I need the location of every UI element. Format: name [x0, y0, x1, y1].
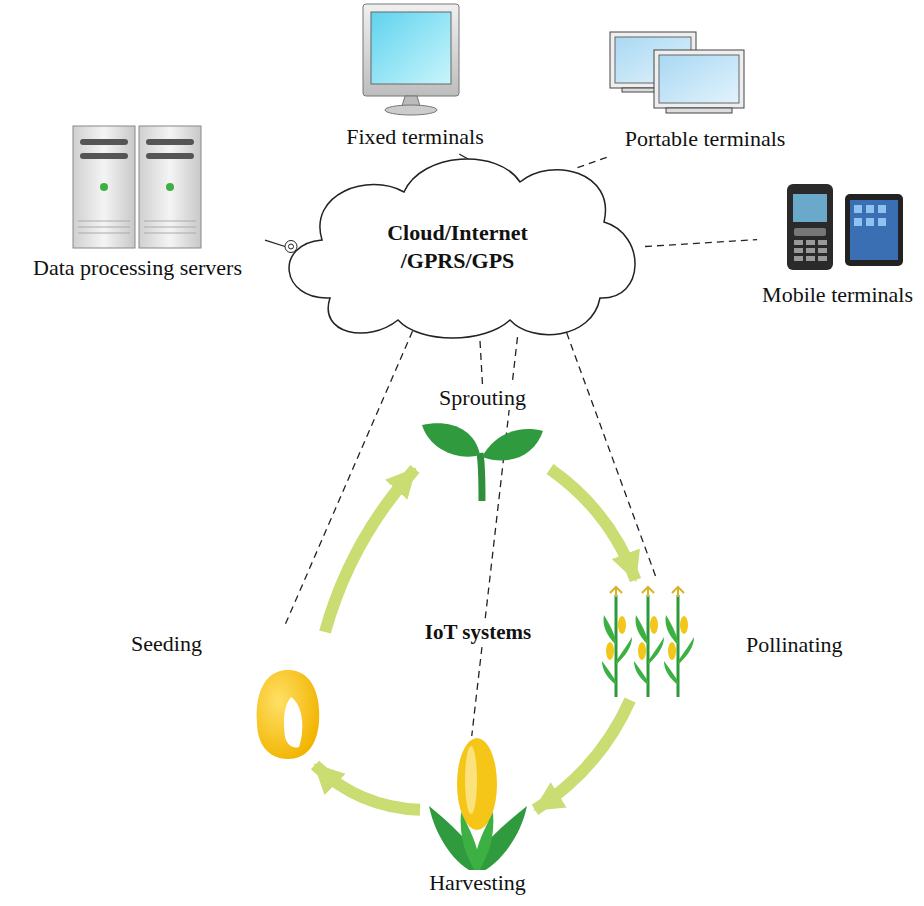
wired-link [265, 240, 285, 246]
label-holder: Harvesting [420, 870, 535, 896]
stage-label: Mobile terminals [760, 282, 915, 307]
wireless-link [578, 156, 611, 168]
mobile-terminal: Mobile terminals [757, 182, 918, 310]
cycle-arrow [535, 700, 630, 810]
portable-terminal: Portable terminals [600, 30, 810, 156]
stage-label: Seeding [129, 631, 204, 656]
mobile-icon [785, 182, 905, 272]
corn-icon [600, 585, 695, 697]
stage-label: Fixed terminals [344, 124, 485, 149]
cloud-text-holder: Cloud/Internet /GPRS/GPS [270, 148, 645, 345]
label-holder: Seeding [129, 631, 204, 657]
seed-icon [253, 667, 323, 762]
label-holder: Sprouting [415, 385, 550, 411]
data-server: Data processing servers [10, 125, 265, 285]
wireless-link [645, 240, 757, 247]
stage-label: Pollinating [744, 632, 845, 657]
system-label: IoT systems [422, 619, 534, 645]
stage-label: Sprouting [437, 385, 528, 410]
harvesting-stage: Harvesting [420, 736, 535, 900]
label-holder: Data processing servers [10, 255, 265, 281]
portable-icon [608, 30, 748, 115]
cycle-arrow [550, 469, 636, 580]
stage-label: Portable terminals [623, 126, 788, 151]
cloud-shape [270, 148, 645, 345]
sprouting-stage: Sprouting [415, 385, 550, 505]
wireless-link [480, 341, 483, 385]
cycle-arrow [325, 469, 415, 632]
server-icon [72, 125, 202, 250]
monitor-icon [361, 2, 461, 117]
port-symbol [289, 244, 294, 249]
cycle-arrow [315, 765, 420, 810]
port-symbol [285, 241, 297, 253]
stage-label: Data processing servers [31, 255, 244, 280]
cloud-label: Cloud/Internet /GPRS/GPS [370, 219, 545, 275]
stage-label: Harvesting [427, 870, 528, 895]
label-holder: Mobile terminals [757, 282, 918, 308]
sprout-icon [420, 421, 545, 503]
harvest-icon [425, 736, 530, 876]
wireless-link [563, 321, 657, 580]
label-holder: Pollinating [744, 632, 845, 658]
fixed-terminal: Fixed terminals [341, 2, 488, 154]
seeding-stage: Seeding [125, 625, 325, 765]
label-holder: Portable terminals [600, 126, 810, 152]
pollinating-stage: Pollinating [598, 580, 866, 700]
cloud-node: Cloud/Internet /GPRS/GPS [270, 148, 645, 345]
label-holder: Fixed terminals [341, 124, 488, 150]
